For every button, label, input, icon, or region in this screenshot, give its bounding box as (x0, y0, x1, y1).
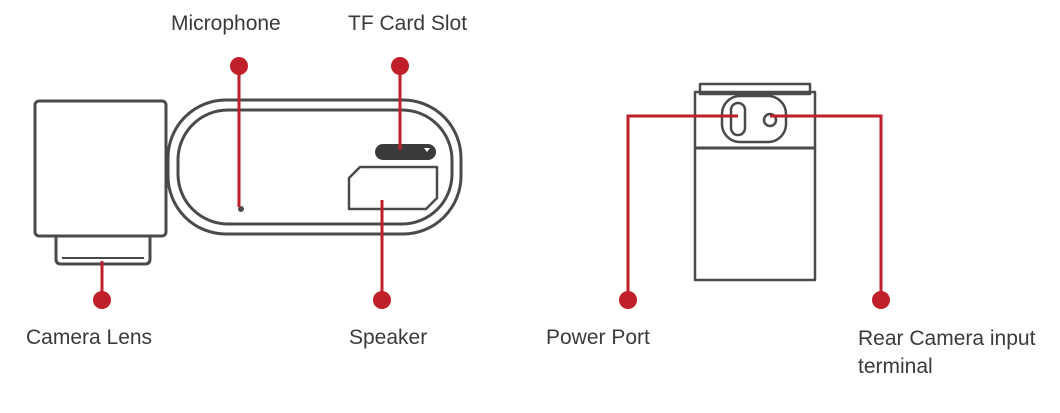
rear-lower-block (693, 146, 817, 282)
camera-head (33, 99, 168, 238)
tf-card-slot-shape (375, 144, 436, 160)
power-port-dot (619, 291, 637, 309)
rear-camera-callout-line (770, 114, 883, 299)
label-rear-camera: Rear Camera input terminal (858, 325, 1035, 381)
callout-dots (93, 57, 890, 309)
label-rear-camera-line1: Rear Camera input (858, 327, 1036, 350)
power-port-shape (729, 101, 747, 137)
callouts (100, 66, 883, 299)
rear-camera-dot (872, 291, 890, 309)
tf-card-dot (391, 57, 409, 75)
power-port-callout-line (626, 114, 738, 299)
label-tf-card-slot: TF Card Slot (348, 12, 468, 35)
front-view (33, 98, 463, 266)
label-power-port: Power Port (546, 326, 650, 349)
camera-lens-base (54, 234, 152, 266)
rear-top-cap (698, 82, 812, 96)
rear-upper-block (693, 90, 817, 150)
speaker-dot (373, 291, 391, 309)
label-rear-camera-line2: terminal (858, 355, 933, 378)
label-speaker: Speaker (349, 326, 428, 349)
label-camera-lens: Camera Lens (26, 326, 153, 349)
speaker-outline (347, 165, 439, 211)
camera-lens-dot (93, 291, 111, 309)
body-outer-outline (166, 98, 463, 236)
rear-camera-terminal-shape (762, 112, 778, 128)
port-plate (720, 94, 788, 144)
microphone-dot (230, 57, 248, 75)
rear-view (693, 82, 817, 282)
tf-slot-notch (424, 148, 430, 152)
label-microphone: Microphone (171, 12, 281, 35)
body-inner-outline (176, 108, 454, 226)
microphone-hole (238, 206, 244, 212)
